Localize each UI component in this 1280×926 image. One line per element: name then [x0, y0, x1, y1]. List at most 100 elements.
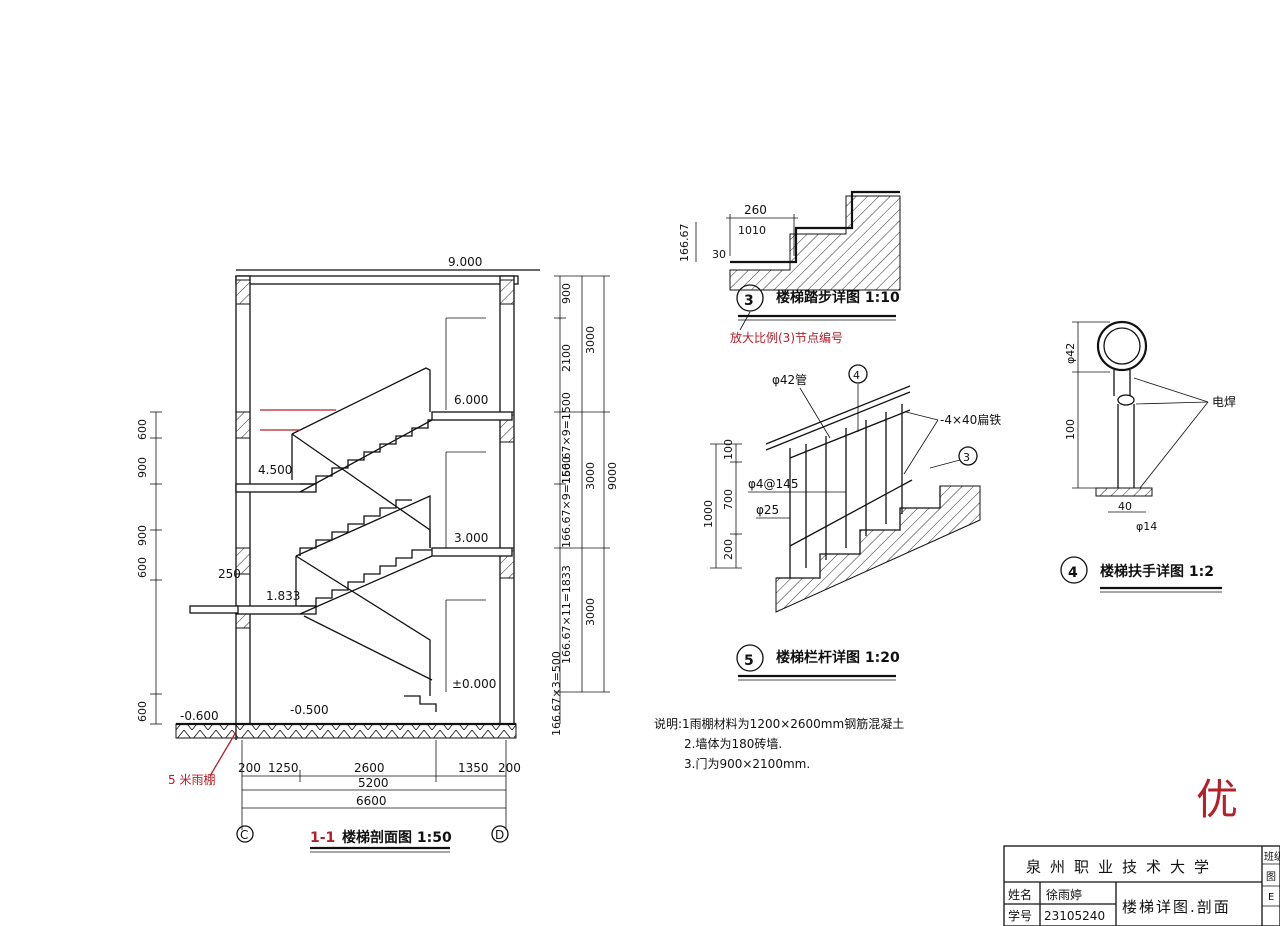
right-inner-dim-1: 900	[560, 283, 573, 304]
stair-section-1-1: 9.000 6.000 4.500 3.000 1.833 ±0.000 -0.…	[136, 255, 619, 853]
handrail-pipe-outer	[1096, 320, 1148, 372]
axis-label-c: C	[240, 828, 248, 842]
bottom-dimensions: 200 1250 2600 1350 200 5200 6600	[238, 740, 521, 830]
left-dim-2: 900	[136, 457, 149, 478]
d3-number: 3	[744, 293, 754, 309]
d4-number-circle	[1060, 556, 1088, 584]
total-dim-6600: 6600	[356, 794, 387, 808]
d5-ref-top-circle	[848, 364, 868, 384]
bottom-dim-1: 200	[238, 761, 261, 775]
notes: 说明:1雨棚材料为1200×2600mm钢筋混凝土 2.墙体为180砖墙. 3.…	[654, 716, 904, 771]
note-line-3: 3.门为900×2100mm.	[684, 756, 810, 771]
elev-0000: ±0.000	[452, 677, 496, 691]
right-inner-dim-4: 166.67×9=1500	[560, 456, 573, 548]
d5-number: 5	[744, 653, 754, 669]
d5-dim-700: 700	[722, 489, 735, 510]
elev-1833: 1.833	[266, 589, 300, 603]
tb-id-value: 23105240	[1044, 909, 1105, 923]
tb-school: 泉州职业技术大学	[1026, 858, 1218, 876]
right-mid-dim-2: 3000	[584, 462, 597, 490]
tb-name-value: 徐雨婷	[1046, 887, 1082, 902]
right-inner-dim-2: 2100	[560, 344, 573, 372]
detail-3-tread: 260 166.67 1010 30 3 楼梯踏步详图 1:10 放大比例(3)…	[678, 190, 901, 345]
tb-drawing-title: 楼梯详图.剖面	[1122, 898, 1231, 916]
d5-label-rod: φ4@145	[748, 477, 798, 491]
floor-slab-3000	[431, 547, 513, 557]
stair-flights	[299, 419, 437, 712]
section-title: 楼梯剖面图 1:50	[342, 829, 452, 846]
d5-number-circle	[736, 644, 764, 672]
d3-red-note: 放大比例(3)节点编号	[730, 330, 843, 345]
tb-name-label: 姓名	[1008, 887, 1032, 902]
tb-cut-row3: E	[1268, 892, 1274, 903]
axis-bubble-c	[236, 825, 254, 843]
d5-label-pipe: φ42管	[772, 372, 807, 387]
axis-bubble-d	[491, 825, 509, 843]
elev-4500: 4.500	[258, 463, 292, 477]
floor-slab-6000	[431, 411, 513, 421]
d5-ref-side-circle	[958, 446, 978, 466]
red-note-canopy: 5 米雨棚	[168, 772, 215, 787]
handrail-pipe-inner	[1103, 327, 1141, 365]
d4-label-weld: 电焊	[1212, 394, 1236, 409]
tb-id-label: 学号	[1008, 908, 1032, 923]
tb-cut-class: 班级	[1264, 851, 1280, 863]
d3-title: 楼梯踏步详图 1:10	[776, 289, 900, 306]
detail-5-railing: 4 3 φ42管 -4×40扁铁 φ4@145 φ25 1000 100 700…	[702, 364, 1001, 681]
right-mid-dim-1: 3000	[584, 326, 597, 354]
handrail-base-plate	[1095, 487, 1153, 497]
d5-dim-1000: 1000	[702, 500, 715, 528]
left-dim-3: 900	[136, 525, 149, 546]
left-wall	[235, 275, 251, 725]
d4-dim-h: 100	[1064, 419, 1077, 440]
tread-hatch	[729, 195, 901, 291]
elev-6000: 6.000	[454, 393, 488, 407]
note-line-2: 2.墙体为180砖墙.	[684, 736, 782, 751]
d4-title: 楼梯扶手详图 1:2	[1100, 563, 1214, 580]
d4-dim-40: 40	[1118, 500, 1132, 513]
elev-9000: 9.000	[448, 255, 482, 269]
d3-30-dim: 30	[712, 248, 726, 261]
canopy-dim: 250	[218, 567, 241, 581]
d5-ref-side: 3	[963, 451, 970, 464]
d3-riser-dim: 166.67	[678, 224, 691, 263]
d4-number: 4	[1068, 565, 1078, 581]
total-dim-5200: 5200	[358, 776, 389, 790]
d4-dim-14: φ14	[1136, 520, 1157, 533]
elev-minus-0500: -0.500	[290, 703, 329, 717]
d5-dim-200: 200	[722, 539, 735, 560]
right-mid-dim-3: 3000	[584, 598, 597, 626]
d5-title: 楼梯栏杆详图 1:20	[776, 649, 900, 666]
title-block: 泉州职业技术大学 姓名 徐雨婷 学号 23105240 楼梯详图.剖面 班级 图…	[1003, 845, 1280, 926]
ground	[175, 723, 517, 739]
grade-mark: 优	[1196, 775, 1238, 824]
bottom-dim-4: 1350	[458, 761, 489, 775]
bottom-dim-3: 2600	[354, 761, 385, 775]
handrails	[291, 367, 431, 696]
right-inner-dim-5: 166.67×11=1833	[560, 565, 573, 664]
d5-ref-top: 4	[853, 369, 860, 382]
axis-label-d: D	[495, 828, 504, 842]
left-dim-5: 600	[136, 701, 149, 722]
d3-number-circle	[736, 284, 764, 312]
right-wall	[499, 275, 515, 725]
right-inner-dim-6: 166.67×3=500	[550, 651, 563, 736]
elev-minus-0600: -0.600	[180, 709, 219, 723]
d3-tread-dim: 260	[744, 203, 767, 217]
note-line-1: 说明:1雨棚材料为1200×2600mm钢筋混凝土	[654, 716, 904, 731]
left-dim-1: 600	[136, 419, 149, 440]
d5-label-post: φ25	[756, 503, 779, 517]
bottom-dim-5: 200	[498, 761, 521, 775]
tb-cut-row2: 图	[1266, 871, 1276, 883]
elev-3000: 3.000	[454, 531, 488, 545]
left-dimensions: 600 900 900 600 600	[136, 411, 162, 725]
detail-4-handrail: φ42 100 40 φ14 电焊 4 楼梯扶手详图 1:2	[1060, 320, 1236, 593]
left-dim-4: 600	[136, 557, 149, 578]
section-title-mark: 1-1	[310, 830, 335, 846]
right-outer-dim: 9000	[606, 462, 619, 490]
right-inner-dim-3: 166.67×9=1500	[560, 392, 573, 484]
d4-dim-dia: φ42	[1064, 343, 1077, 364]
right-dimensions: 900 2100 166.67×9=1500 166.67×9=1500 166…	[550, 275, 619, 736]
bottom-dim-2: 1250	[268, 761, 299, 775]
